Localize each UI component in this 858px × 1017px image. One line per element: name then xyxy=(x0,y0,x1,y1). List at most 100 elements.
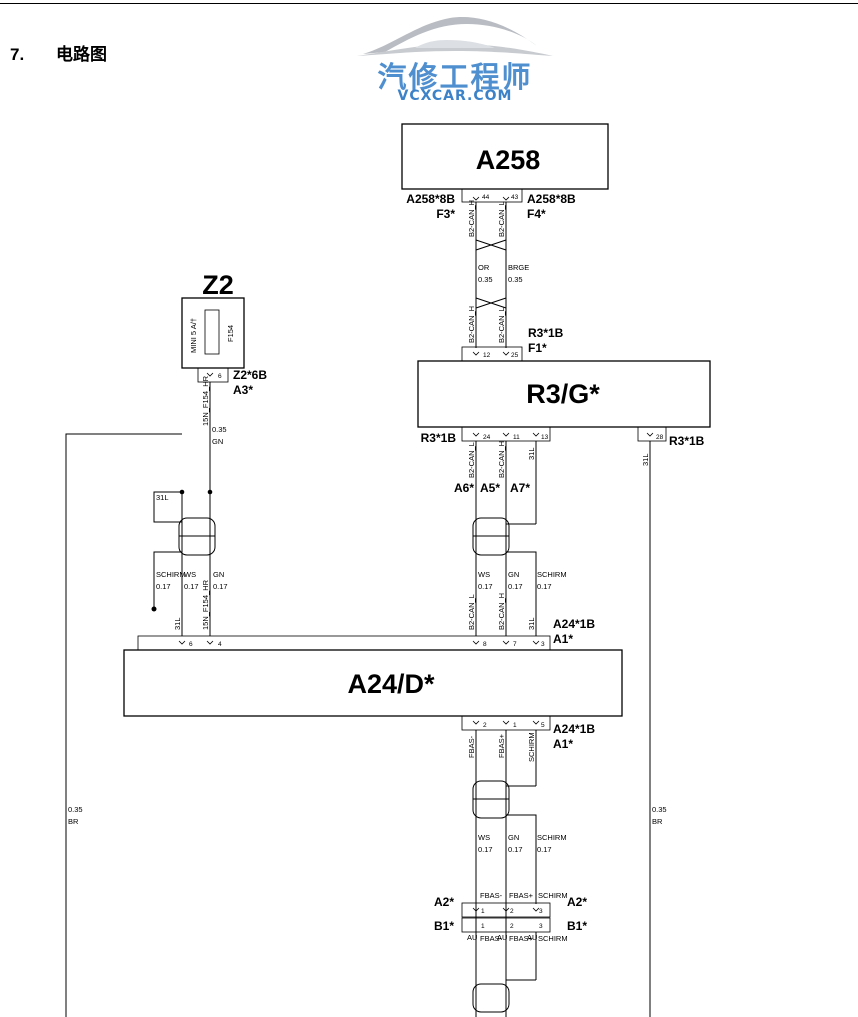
pin-r3-25: 25 xyxy=(511,352,519,359)
sig-can-h-mid: B2-CAN_H xyxy=(467,306,476,343)
wire-schirm-left: SCHIRM xyxy=(156,570,186,579)
wire-gn-left: GN xyxy=(213,570,224,579)
connector-r3-1b-far xyxy=(637,426,667,442)
wire-ws-low: WS xyxy=(478,833,490,842)
pin-b1-3: 3 xyxy=(539,923,543,930)
label-a2-right: A2* xyxy=(567,895,587,909)
connector-a258-8b xyxy=(461,188,523,203)
sig-schirm-a2: SCHIRM xyxy=(538,891,568,900)
wire-size-017-mid-3: 0.17 xyxy=(537,582,552,591)
sig-fbas-minus-b1: FBAS- xyxy=(480,934,503,943)
label-a7: A7* xyxy=(510,481,530,495)
pin-z2-6: 6 xyxy=(218,373,222,380)
module-r3-g xyxy=(417,360,711,428)
wire-gn-mid: GN xyxy=(508,570,519,579)
splice-dot xyxy=(207,489,213,495)
wire-br-left: BR xyxy=(68,817,79,826)
wire-br-size-left: 0.35 xyxy=(68,805,83,814)
sig-au-2: AU xyxy=(497,933,507,942)
pin-a24-7: 7 xyxy=(513,641,517,648)
wire-size-017-mid-2: 0.17 xyxy=(508,582,523,591)
wire-size-017-low-1: 0.17 xyxy=(478,845,493,854)
module-a258-label: A258 xyxy=(476,145,541,175)
label-a6: A6* xyxy=(454,481,474,495)
sig-schirm-top: SCHIRM xyxy=(527,732,536,762)
pin-a2-3: 3 xyxy=(539,908,543,915)
section-title: 电路图 xyxy=(56,45,107,64)
wire-size-017-left-2: 0.17 xyxy=(184,582,199,591)
label-a258-8b-left: A258*8B xyxy=(406,192,455,206)
wire-brge-size: 0.35 xyxy=(508,275,523,284)
watermark-logo: 汽修工程师 VCXCAR.COM xyxy=(355,4,555,104)
module-a24-d-label: A24/D* xyxy=(347,669,435,699)
sig-can-l-r3: B2-CAN_L xyxy=(467,442,476,478)
wire-schirm-mid: SCHIRM xyxy=(537,570,567,579)
pin-a258-43: 43 xyxy=(511,194,519,201)
pin-a24-8: 8 xyxy=(483,641,487,648)
label-z2-6b: Z2*6B xyxy=(233,368,267,382)
sig-fbas-minus-a2: FBAS- xyxy=(480,891,503,900)
connector-b1 xyxy=(461,917,551,933)
label-f1: F1* xyxy=(528,341,547,355)
pin-r3-28: 28 xyxy=(656,434,664,441)
pin-r3-11: 11 xyxy=(513,434,520,441)
label-f3: F3* xyxy=(436,207,455,221)
pin-a24-6: 6 xyxy=(189,641,193,648)
wire-br-right: BR xyxy=(652,817,663,826)
wire-gn-low: GN xyxy=(508,833,519,842)
connector-z2-6b xyxy=(197,367,229,383)
pin-a24-2: 2 xyxy=(483,722,487,729)
sig-can-h-r3: B2-CAN_H xyxy=(497,441,506,478)
label-b1-left: B1* xyxy=(434,919,454,933)
label-a258-8b-right: A258*8B xyxy=(527,192,576,206)
label-f4: F4* xyxy=(527,207,546,221)
section-number: 7. xyxy=(10,45,25,64)
wire-or-size: 0.35 xyxy=(478,275,493,284)
wire-size-017-left-3: 0.17 xyxy=(213,582,228,591)
sig-15n-f154-low: 15N_F154_HR xyxy=(201,579,210,630)
twisted-pair-mark xyxy=(475,297,507,309)
shield-end-dot xyxy=(151,606,157,612)
sig-schirm-b1: SCHIRM xyxy=(538,934,568,943)
twisted-pair-mark xyxy=(475,239,507,251)
pin-r3-13: 13 xyxy=(541,434,549,441)
sig-au-3: AU xyxy=(527,933,537,942)
label-r3-1b-bottom-right: R3*1B xyxy=(669,434,705,448)
sig-can-h-top: B2-CAN_H xyxy=(467,200,476,237)
connector-a24-1b-top xyxy=(137,635,551,651)
logo-site-text: VCXCAR.COM xyxy=(397,88,513,104)
wire-size-017-left-1: 0.17 xyxy=(156,582,171,591)
sig-can-l-a24: B2-CAN_L xyxy=(467,594,476,630)
wire-gn-size-top: 0.35 xyxy=(212,425,227,434)
label-b1-right: B1* xyxy=(567,919,587,933)
sig-can-h-a24: B2-CAN_H xyxy=(497,593,506,630)
label-a24-a1-bottom: A1* xyxy=(553,737,573,751)
pin-a24-5: 5 xyxy=(541,722,545,729)
fuse-name: F154 xyxy=(226,325,235,342)
label-r3-1b-top: R3*1B xyxy=(528,326,564,340)
label-a24-1b-bottom: A24*1B xyxy=(553,722,595,736)
label-a5: A5* xyxy=(480,481,500,495)
label-r3-1b-bottom-left: R3*1B xyxy=(421,431,457,445)
label-a24-1b-top: A24*1B xyxy=(553,617,595,631)
sig-can-l-mid: B2-CAN_L xyxy=(497,307,506,343)
section-heading: 7. 电路图 xyxy=(10,40,107,65)
pin-b1-2: 2 xyxy=(510,923,514,930)
wire-br-size-right: 0.35 xyxy=(652,805,667,814)
wire-size-017-low-2: 0.17 xyxy=(508,845,523,854)
shield-sleeve-bottom xyxy=(472,983,510,1013)
module-a24-d xyxy=(123,649,623,717)
sig-15n-f154-top: 15N_F154_HR xyxy=(201,375,210,426)
fuse-rating: MINI 5 A/† xyxy=(189,318,198,353)
sig-fbas-plus-a2: FBAS+ xyxy=(509,891,534,900)
pin-b1-1: 1 xyxy=(481,923,485,930)
car-silhouette-icon xyxy=(357,17,553,56)
wire-ws-left: WS xyxy=(184,570,196,579)
pin-r3-12: 12 xyxy=(483,352,491,359)
connector-r3-1b-bottom xyxy=(461,426,551,442)
logo-chinese-text: 汽修工程师 xyxy=(377,60,533,94)
connector-a2 xyxy=(461,902,551,918)
pin-a24-1: 1 xyxy=(513,722,517,729)
sig-fbas-plus-b1: FBAS+ xyxy=(509,934,534,943)
wire-gn-top: GN xyxy=(212,437,223,446)
